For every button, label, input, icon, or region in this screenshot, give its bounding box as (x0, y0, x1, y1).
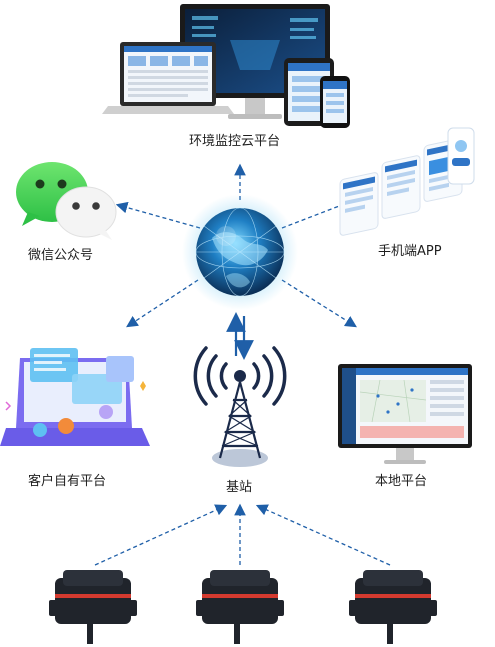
connection-arrows (94, 163, 391, 566)
arrow-to-customer-platform (126, 279, 199, 328)
globe-icon (182, 194, 298, 310)
label-mobile-app: 手机端APP (378, 244, 442, 259)
tower-icon (193, 346, 287, 467)
wechat-icon (16, 162, 117, 240)
label-customer-platform: 客户自有平台 (28, 474, 107, 489)
mobile-app-icon (339, 127, 475, 236)
arrow-device1-to-station (94, 504, 228, 566)
sensor-device-1 (49, 570, 137, 644)
label-wechat: 微信公众号 (28, 248, 94, 263)
cloud-devices-icon (102, 4, 350, 128)
sensor-device-icon (49, 570, 437, 644)
arrow-to-wechat (115, 201, 201, 229)
label-local-platform: 本地平台 (375, 474, 428, 489)
arrow-to-local-platform (281, 279, 357, 328)
label-base-station: 基站 (226, 480, 253, 495)
local-platform-icon (338, 364, 472, 464)
customer-platform-icon (0, 348, 150, 446)
arrow-device3-to-station (255, 504, 391, 566)
label-cloud-platform: 环境监控云平台 (189, 134, 281, 149)
sensor-device-2 (196, 570, 284, 644)
sensor-device-3 (349, 570, 437, 644)
bidirectional-link (226, 312, 254, 360)
